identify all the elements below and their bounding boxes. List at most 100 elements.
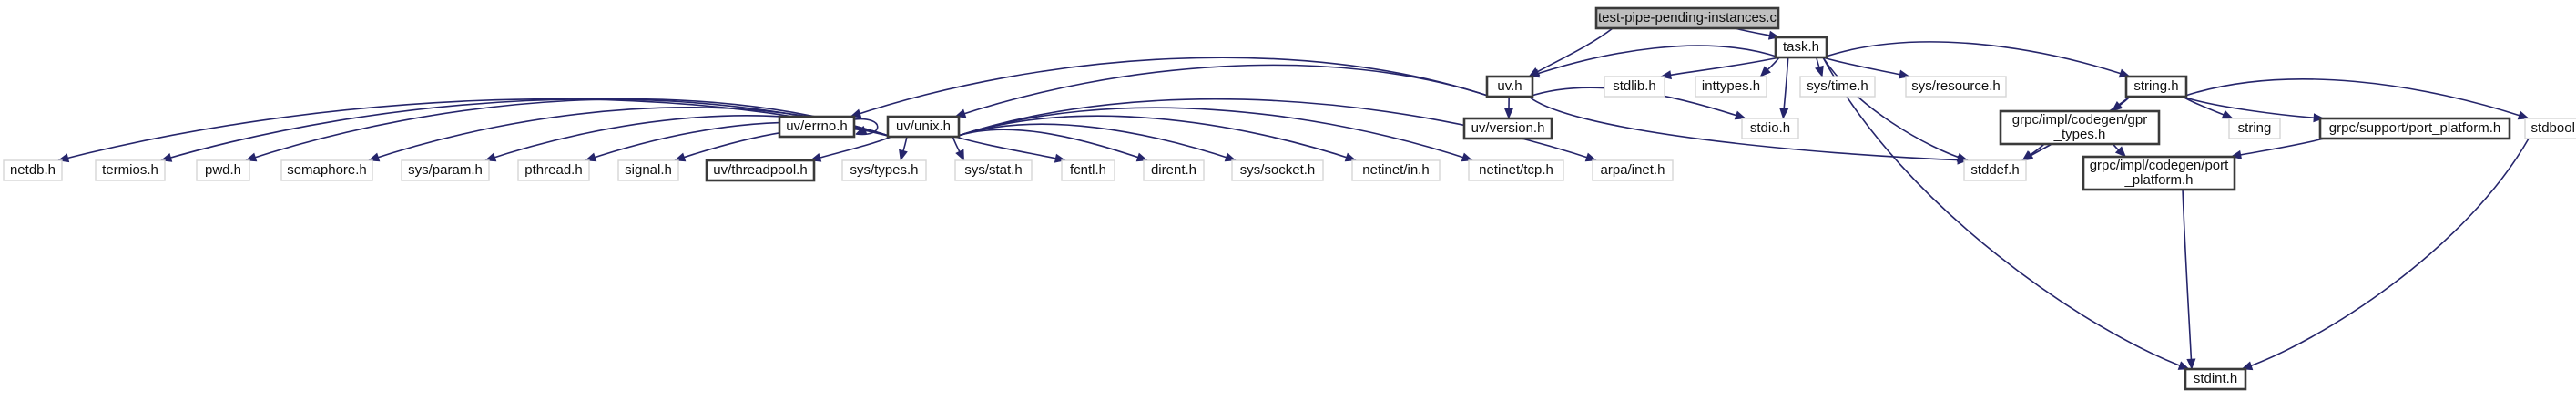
node-box-portplatform[interactable] bbox=[2318, 117, 2511, 140]
node-label-uvunix: uv/unix.h bbox=[896, 118, 951, 134]
edge-uvunix-to-dirent bbox=[954, 129, 1148, 162]
node-box-netinettcp[interactable] bbox=[1468, 159, 1564, 181]
node-box-inttypes[interactable] bbox=[1695, 76, 1767, 98]
node-syssocket[interactable]: sys/socket.h bbox=[1231, 159, 1324, 181]
node-label-uverrno: uv/errno.h bbox=[786, 118, 848, 134]
node-termios[interactable]: termios.h bbox=[95, 159, 166, 181]
node-box-portplat2[interactable] bbox=[2082, 155, 2236, 191]
node-stdlib[interactable]: stdlib.h bbox=[1604, 76, 1665, 98]
node-gprtypes[interactable]: grpc/impl/codegen/gpr_types.h bbox=[1999, 109, 2161, 146]
node-box-netinetin[interactable] bbox=[1351, 159, 1441, 181]
node-string_h[interactable]: string.h bbox=[2124, 75, 2188, 98]
node-uvversion[interactable]: uv/version.h bbox=[1462, 117, 1553, 140]
node-string_cpp[interactable]: string bbox=[2228, 118, 2281, 139]
node-netinettcp[interactable]: netinet/tcp.h bbox=[1468, 159, 1564, 181]
node-box-semaphore[interactable] bbox=[280, 159, 373, 181]
node-semaphore[interactable]: semaphore.h bbox=[280, 159, 373, 181]
node-label-arpainet: arpa/inet.h bbox=[1601, 162, 1665, 178]
edge-string_h-to-string_cpp bbox=[2182, 96, 2234, 119]
node-label-inttypes: inttypes.h bbox=[1702, 78, 1760, 94]
edge-uvunix-to-netinetin bbox=[954, 115, 1357, 162]
node-box-pwd[interactable] bbox=[196, 159, 250, 181]
node-box-sysstat[interactable] bbox=[954, 159, 1033, 181]
node-pthread[interactable]: pthread.h bbox=[517, 159, 590, 181]
node-box-systime[interactable] bbox=[1799, 76, 1876, 98]
node-box-signal[interactable] bbox=[617, 159, 679, 181]
edge-string_h-to-portplatform bbox=[2182, 96, 2325, 123]
node-stdbool[interactable]: stdbool.h bbox=[2524, 118, 2576, 139]
node-portplatform[interactable]: grpc/support/port_platform.h bbox=[2318, 117, 2511, 140]
node-label-systime: sys/time.h bbox=[1807, 78, 1868, 94]
node-systypes[interactable]: sys/types.h bbox=[841, 159, 927, 181]
node-box-uvversion[interactable] bbox=[1462, 117, 1553, 140]
node-portplat2[interactable]: grpc/impl/codegen/port_platform.h bbox=[2082, 155, 2236, 191]
node-uv[interactable]: uv.h bbox=[1485, 75, 1534, 98]
node-label-stdbool: stdbool.h bbox=[2531, 120, 2576, 136]
edge-task-to-systime bbox=[1815, 57, 1824, 77]
node-box-netdb[interactable] bbox=[3, 159, 63, 181]
node-stddef[interactable]: stddef.h bbox=[1963, 159, 2027, 181]
node-box-string_cpp[interactable] bbox=[2228, 118, 2281, 139]
node-label-stdint: stdint.h bbox=[2194, 371, 2237, 386]
node-box-pthread[interactable] bbox=[517, 159, 590, 181]
node-box-task[interactable] bbox=[1774, 36, 1828, 59]
node-label-uv: uv.h bbox=[1497, 78, 1522, 94]
edge-task-to-stdint bbox=[1822, 57, 2190, 370]
node-label-sysparam: sys/param.h bbox=[408, 162, 483, 178]
edge-task-to-inttypes bbox=[1759, 57, 1780, 77]
node-uvthreadpool[interactable]: uv/threadpool.h bbox=[705, 159, 816, 182]
edge-gprtypes-to-stddef bbox=[2021, 143, 2045, 161]
node-box-stddef[interactable] bbox=[1963, 159, 2027, 181]
node-box-uverrno[interactable] bbox=[778, 115, 856, 139]
node-box-uvunix[interactable] bbox=[886, 115, 961, 139]
node-box-gprtypes[interactable] bbox=[1999, 109, 2161, 146]
node-box-uvthreadpool[interactable] bbox=[705, 159, 816, 182]
edge-uvunix-to-pwd bbox=[245, 98, 892, 162]
edge-task-to-stdio bbox=[1779, 57, 1789, 119]
edge-uvunix-to-sysstat bbox=[952, 136, 965, 161]
node-netinetin[interactable]: netinet/in.h bbox=[1351, 159, 1441, 181]
node-box-syssocket[interactable] bbox=[1231, 159, 1324, 181]
node-box-string_h[interactable] bbox=[2124, 75, 2188, 98]
node-fcntl[interactable]: fcntl.h bbox=[1061, 159, 1115, 181]
node-label-sysresource: sys/resource.h bbox=[1911, 78, 2001, 94]
node-sysresource[interactable]: sys/resource.h bbox=[1905, 76, 2007, 98]
node-label-netinettcp: netinet/tcp.h bbox=[1479, 162, 1553, 178]
node-box-stdbool[interactable] bbox=[2524, 118, 2576, 139]
node-arpainet[interactable]: arpa/inet.h bbox=[1592, 159, 1674, 181]
node-label-string_h: string.h bbox=[2133, 78, 2178, 94]
edge-uv-to-uvversion bbox=[1503, 96, 1514, 119]
node-box-fcntl[interactable] bbox=[1061, 159, 1115, 181]
node-box-uv[interactable] bbox=[1485, 75, 1534, 98]
node-signal[interactable]: signal.h bbox=[617, 159, 679, 181]
edge-uvunix-to-syssocket bbox=[954, 123, 1237, 162]
node-box-stdio[interactable] bbox=[1741, 118, 1799, 139]
node-box-arpainet[interactable] bbox=[1592, 159, 1674, 181]
node-sysstat[interactable]: sys/stat.h bbox=[954, 159, 1033, 181]
node-stdio[interactable]: stdio.h bbox=[1741, 118, 1799, 139]
node-box-sysresource[interactable] bbox=[1905, 76, 2007, 98]
node-systime[interactable]: sys/time.h bbox=[1799, 76, 1876, 98]
node-sysparam[interactable]: sys/param.h bbox=[401, 159, 490, 181]
node-task[interactable]: task.h bbox=[1774, 36, 1828, 59]
edge-root-to-uv bbox=[1528, 27, 1614, 77]
node-box-termios[interactable] bbox=[95, 159, 166, 181]
node-label-dirent: dirent.h bbox=[1151, 162, 1196, 178]
node-label-syssocket: sys/socket.h bbox=[1240, 162, 1316, 178]
node-inttypes[interactable]: inttypes.h bbox=[1695, 76, 1767, 98]
node-box-dirent[interactable] bbox=[1143, 159, 1205, 181]
node-pwd[interactable]: pwd.h bbox=[196, 159, 250, 181]
node-box-stdint[interactable] bbox=[2184, 367, 2247, 391]
node-box-stdlib[interactable] bbox=[1604, 76, 1665, 98]
node-label-uvthreadpool: uv/threadpool.h bbox=[713, 162, 807, 178]
node-stdint[interactable]: stdint.h bbox=[2184, 367, 2247, 391]
node-box-sysparam[interactable] bbox=[401, 159, 490, 181]
node-uverrno[interactable]: uv/errno.h bbox=[778, 115, 856, 139]
node-box-root[interactable] bbox=[1594, 6, 1780, 30]
node-uvunix[interactable]: uv/unix.h bbox=[886, 115, 961, 139]
node-netdb[interactable]: netdb.h bbox=[3, 159, 63, 181]
node-root[interactable]: test-pipe-pending-instances.c bbox=[1594, 6, 1780, 30]
node-dirent[interactable]: dirent.h bbox=[1143, 159, 1205, 181]
node-box-systypes[interactable] bbox=[841, 159, 927, 181]
